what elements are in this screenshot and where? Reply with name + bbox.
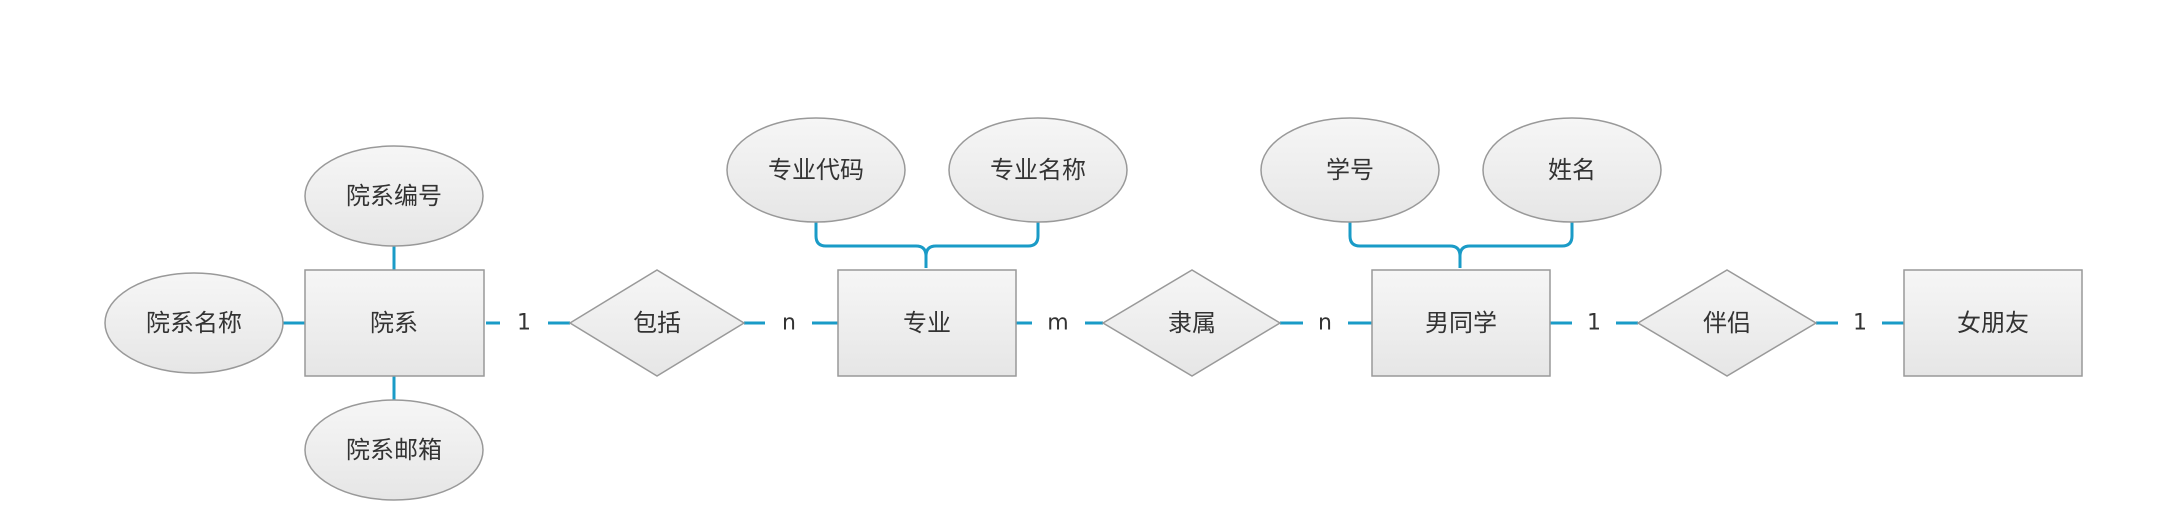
relationship-belong: 隶属 — [1101, 269, 1282, 377]
attribute-department-email: 院系邮箱 — [304, 399, 484, 501]
entity-label: 院系 — [370, 309, 418, 337]
connector-student-attrs — [1348, 222, 1574, 268]
relationship-label: 伴侣 — [1703, 309, 1751, 337]
relationship-include: 包括 — [568, 269, 746, 377]
entity-label: 女朋友 — [1957, 309, 2029, 337]
attribute-label: 学号 — [1326, 156, 1374, 184]
attribute-student-name: 姓名 — [1482, 117, 1662, 223]
entity-label: 专业 — [903, 309, 951, 337]
attribute-label: 院系名称 — [146, 309, 242, 337]
attribute-label: 院系编号 — [346, 182, 442, 210]
entity-male-student: 男同学 — [1371, 269, 1551, 377]
attribute-label: 专业名称 — [990, 156, 1086, 184]
attribute-department-no: 院系编号 — [304, 145, 484, 247]
attribute-label: 院系邮箱 — [346, 436, 442, 464]
cardinality-include-major: n — [782, 311, 796, 336]
entity-department: 院系 — [304, 269, 485, 377]
connector-major-attrs — [814, 222, 1040, 268]
attribute-label: 姓名 — [1548, 156, 1596, 184]
entity-major: 专业 — [837, 269, 1017, 377]
relationship-label: 隶属 — [1168, 309, 1216, 337]
cardinality-major-belong: m — [1047, 311, 1068, 336]
cardinality-dept-include: 1 — [517, 311, 531, 336]
connector-lines — [282, 222, 1904, 404]
attribute-student-no: 学号 — [1260, 117, 1440, 223]
relationship-label: 包括 — [633, 309, 681, 337]
cardinality-partner-girlfriend: 1 — [1853, 311, 1867, 336]
attribute-department-name: 院系名称 — [104, 272, 284, 374]
attribute-label: 专业代码 — [768, 156, 864, 184]
attribute-major-name: 专业名称 — [948, 117, 1128, 223]
entity-girlfriend: 女朋友 — [1903, 269, 2083, 377]
relationship-partner: 伴侣 — [1636, 269, 1818, 377]
cardinality-belong-student: n — [1318, 311, 1332, 336]
cardinality-student-partner: 1 — [1587, 311, 1601, 336]
entity-label: 男同学 — [1425, 309, 1497, 337]
attribute-major-code: 专业代码 — [726, 117, 906, 223]
